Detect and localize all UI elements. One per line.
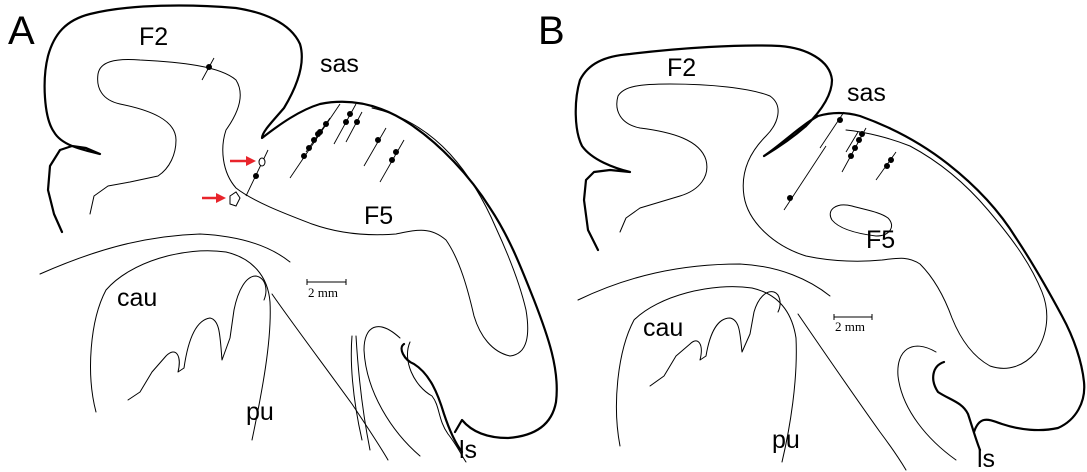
region-label-pu: pu (772, 426, 800, 454)
region-label-ls: ls (977, 445, 995, 472)
region-label-f5: F5 (364, 202, 393, 230)
recording-site (856, 137, 862, 143)
arrow-right-icon (216, 193, 226, 203)
panel-b-letter: B (538, 9, 565, 53)
region-label-cau: cau (117, 284, 157, 312)
panel-a-ls-contour (364, 327, 466, 462)
region-label-sas: sas (320, 50, 359, 78)
panel-b-ls-thick (933, 362, 980, 450)
region-label-cau: cau (643, 314, 683, 342)
panel-a-ls-thick (402, 344, 462, 452)
panel-b-scale-bar: 2 mm (834, 314, 872, 334)
panel-a-internal-capsule (272, 294, 388, 460)
recording-site (375, 137, 381, 143)
panel-b-cau-outline (616, 287, 796, 462)
recording-site (884, 163, 890, 169)
region-label-f5: F5 (866, 226, 895, 254)
panel-b-internal-capsule (798, 314, 906, 470)
recording-site (389, 157, 395, 163)
panel-b-ls-contour (898, 346, 956, 460)
recording-site (888, 157, 894, 163)
open-marker (259, 158, 265, 166)
region-label-ls: ls (459, 436, 477, 464)
region-label-pu: pu (246, 398, 274, 426)
panel-b-outer-contour (576, 45, 1085, 432)
region-label-sas: sas (847, 79, 886, 107)
panel-a-white-matter-line (40, 234, 290, 274)
recording-site (787, 195, 793, 201)
panel-a: A (8, 6, 557, 464)
panel-a-scale-bar: 2 mm (307, 279, 346, 300)
panel-a-letter: A (8, 9, 35, 53)
recording-site (848, 153, 854, 159)
recording-site (837, 117, 843, 123)
panel-b: B (538, 9, 1084, 472)
region-label-f2: F2 (667, 54, 696, 82)
recording-site (206, 64, 212, 70)
panel-b-white-matter-line (578, 264, 830, 300)
panel-a-cau-outline (91, 251, 271, 440)
region-label-f2: F2 (139, 23, 168, 51)
panel-a-outer-contour (45, 6, 557, 438)
recording-site (354, 119, 360, 125)
recording-site (859, 131, 865, 137)
recording-site (301, 153, 307, 159)
recording-site (343, 119, 349, 125)
recording-site (315, 131, 321, 137)
panel-a-lower-sulcus (351, 336, 370, 450)
recording-site (852, 145, 858, 151)
track (364, 128, 386, 166)
recording-site (253, 173, 259, 179)
arrow-right-icon (246, 156, 256, 166)
open-marker (230, 192, 240, 206)
recording-site (393, 149, 399, 155)
scale-bar-label: 2 mm (835, 319, 865, 334)
recording-site (347, 111, 353, 117)
scale-bar-label: 2 mm (308, 285, 338, 300)
track (246, 150, 268, 196)
